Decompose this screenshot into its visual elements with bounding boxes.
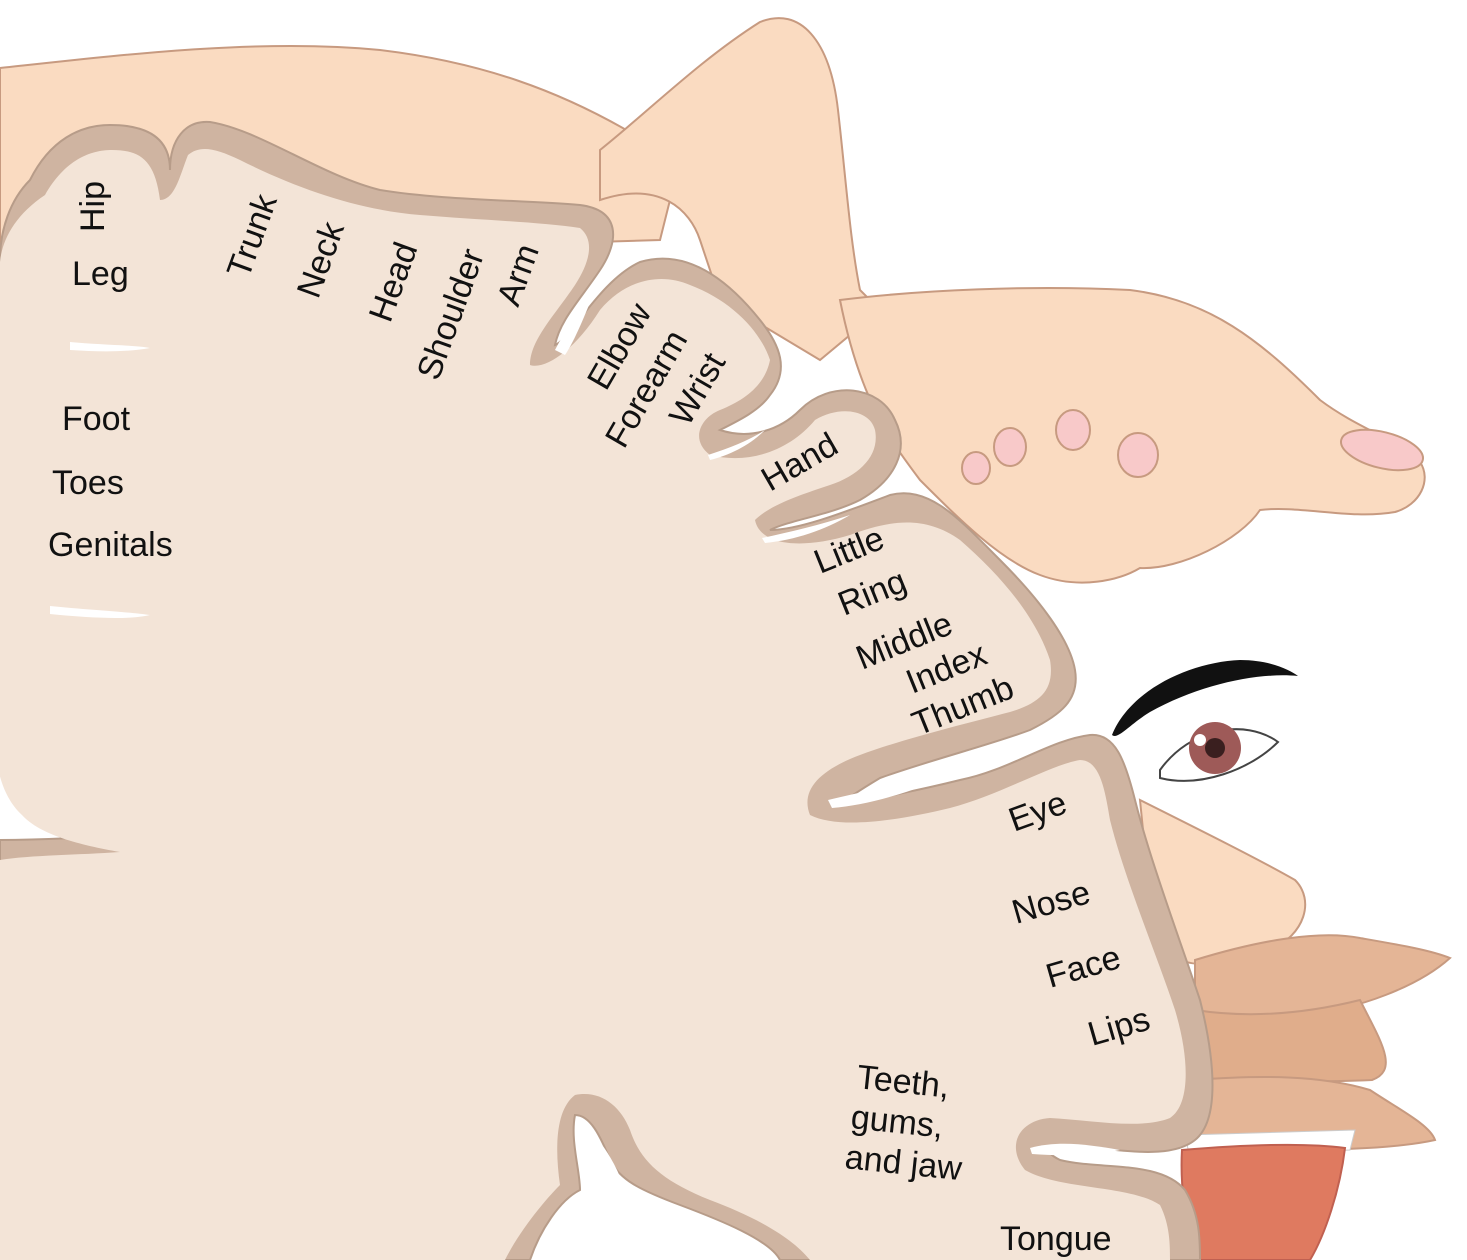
cortex-inner <box>0 149 1186 1260</box>
label-toes: Toes <box>52 464 124 502</box>
arm-shape <box>599 17 882 362</box>
label-genitals: Genitals <box>48 526 173 564</box>
label-leg: Leg <box>72 255 129 293</box>
sulcus-slit <box>1030 1143 1120 1156</box>
label-foot: Foot <box>62 400 131 438</box>
sulcus-slit <box>585 1125 625 1190</box>
eye-highlight <box>1194 734 1206 746</box>
fingernail-middle <box>1055 409 1091 451</box>
sulcus-slit <box>50 606 150 618</box>
sulcus-slit <box>708 430 765 460</box>
sulcus-slit <box>70 342 150 352</box>
fingernail-ring <box>993 427 1027 467</box>
cortex-section <box>0 120 1214 1260</box>
sulcus-slit <box>555 290 595 355</box>
fingernail-little <box>961 451 991 485</box>
sulcus-slit <box>762 515 850 543</box>
thumbnail-shape <box>1340 428 1424 472</box>
label-tongue: Tongue <box>1000 1220 1112 1258</box>
lower-lip-shape <box>1193 998 1387 1083</box>
eyebrow-shape <box>1112 660 1298 736</box>
tongue-shape <box>1180 1143 1347 1260</box>
sulcus-slit <box>828 770 960 808</box>
fingernail-index <box>1117 432 1159 478</box>
sulcus-slit <box>545 1221 700 1255</box>
label-hip: Hip <box>74 181 112 232</box>
pupil-shape <box>1205 738 1225 758</box>
